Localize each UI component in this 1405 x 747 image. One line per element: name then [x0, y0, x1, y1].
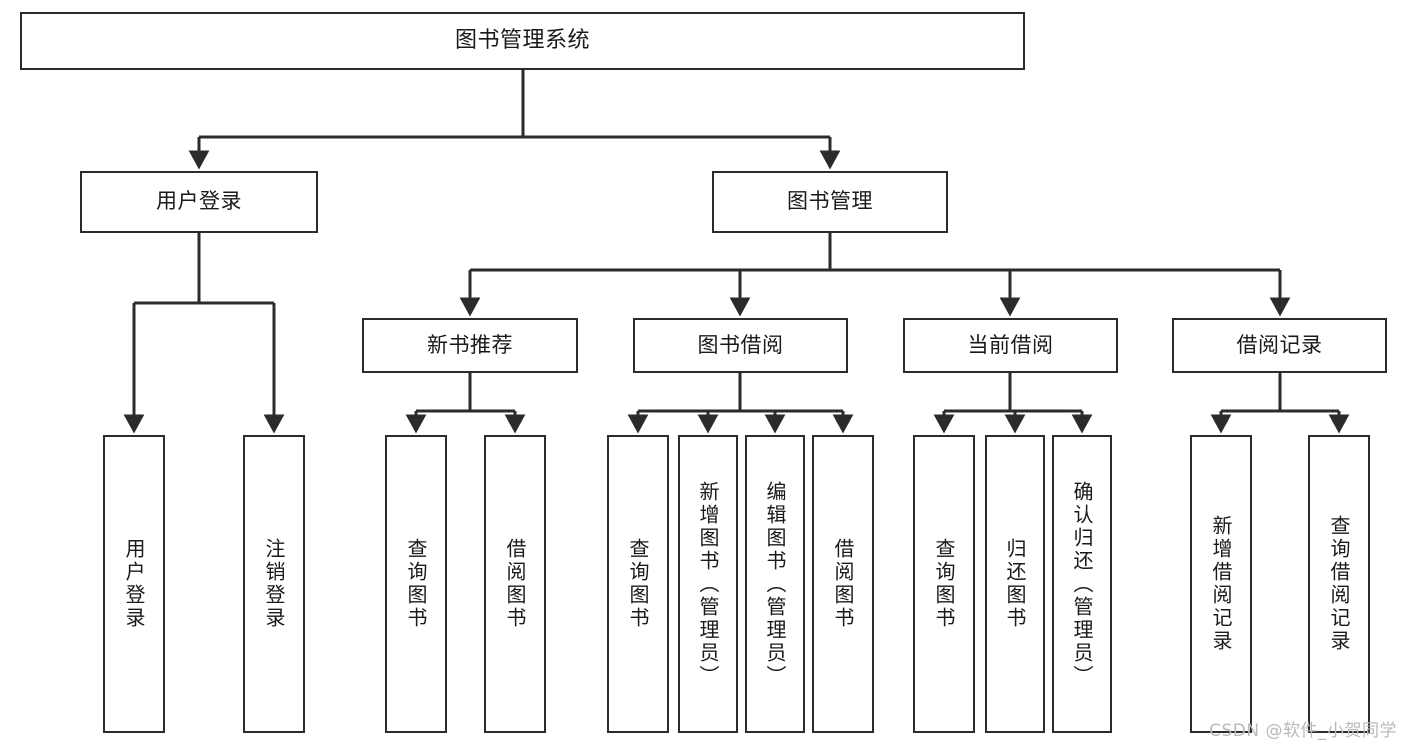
node-leaf-borrow-book-bor-label: 借阅图书 [831, 538, 855, 630]
node-leaf-add-book-label: 新增图书（管理员） [696, 480, 720, 688]
node-leaf-add-book[interactable]: 新增图书（管理员） [678, 435, 738, 733]
node-book-borrow[interactable]: 图书借阅 [633, 318, 848, 373]
node-leaf-user-login[interactable]: 用户登录 [103, 435, 165, 733]
node-leaf-logout[interactable]: 注销登录 [243, 435, 305, 733]
node-leaf-confirm-return-label: 确认归还（管理员） [1070, 480, 1094, 688]
node-leaf-return-book-label: 归还图书 [1003, 538, 1027, 630]
node-leaf-query-book-rec-label: 查询图书 [404, 538, 428, 630]
node-borrow-records-label: 借阅记录 [1236, 332, 1323, 357]
node-leaf-user-login-label: 用户登录 [122, 538, 146, 630]
node-leaf-return-book[interactable]: 归还图书 [985, 435, 1045, 733]
node-book-manage-label: 图书管理 [787, 189, 873, 214]
node-leaf-query-book-cur-label: 查询图书 [932, 538, 956, 630]
node-leaf-query-record-label: 查询借阅记录 [1327, 515, 1351, 653]
node-leaf-borrow-book-rec[interactable]: 借阅图书 [484, 435, 546, 733]
node-current-borrow[interactable]: 当前借阅 [903, 318, 1118, 373]
node-leaf-borrow-book-bor[interactable]: 借阅图书 [812, 435, 874, 733]
node-book-manage[interactable]: 图书管理 [712, 171, 948, 233]
node-user-login-label: 用户登录 [156, 189, 242, 214]
node-leaf-edit-book[interactable]: 编辑图书（管理员） [745, 435, 805, 733]
node-leaf-query-book-bor-label: 查询图书 [626, 538, 650, 630]
node-root[interactable]: 图书管理系统 [20, 12, 1025, 70]
node-leaf-add-record[interactable]: 新增借阅记录 [1190, 435, 1252, 733]
node-leaf-query-book-rec[interactable]: 查询图书 [385, 435, 447, 733]
node-leaf-confirm-return[interactable]: 确认归还（管理员） [1052, 435, 1112, 733]
node-leaf-add-record-label: 新增借阅记录 [1209, 515, 1233, 653]
node-new-book-rec[interactable]: 新书推荐 [362, 318, 578, 373]
node-user-login[interactable]: 用户登录 [80, 171, 318, 233]
node-leaf-query-book-cur[interactable]: 查询图书 [913, 435, 975, 733]
node-leaf-logout-label: 注销登录 [262, 538, 286, 630]
node-current-borrow-label: 当前借阅 [967, 332, 1054, 357]
node-leaf-query-record[interactable]: 查询借阅记录 [1308, 435, 1370, 733]
node-leaf-query-book-bor[interactable]: 查询图书 [607, 435, 669, 733]
node-root-label: 图书管理系统 [454, 27, 590, 53]
node-new-book-rec-label: 新书推荐 [427, 332, 513, 357]
node-borrow-records[interactable]: 借阅记录 [1172, 318, 1387, 373]
node-book-borrow-label: 图书借阅 [697, 332, 784, 357]
node-leaf-borrow-book-rec-label: 借阅图书 [503, 538, 527, 630]
watermark-label: CSDN @软件_小贺同学 [1209, 721, 1397, 741]
node-leaf-edit-book-label: 编辑图书（管理员） [763, 480, 787, 688]
